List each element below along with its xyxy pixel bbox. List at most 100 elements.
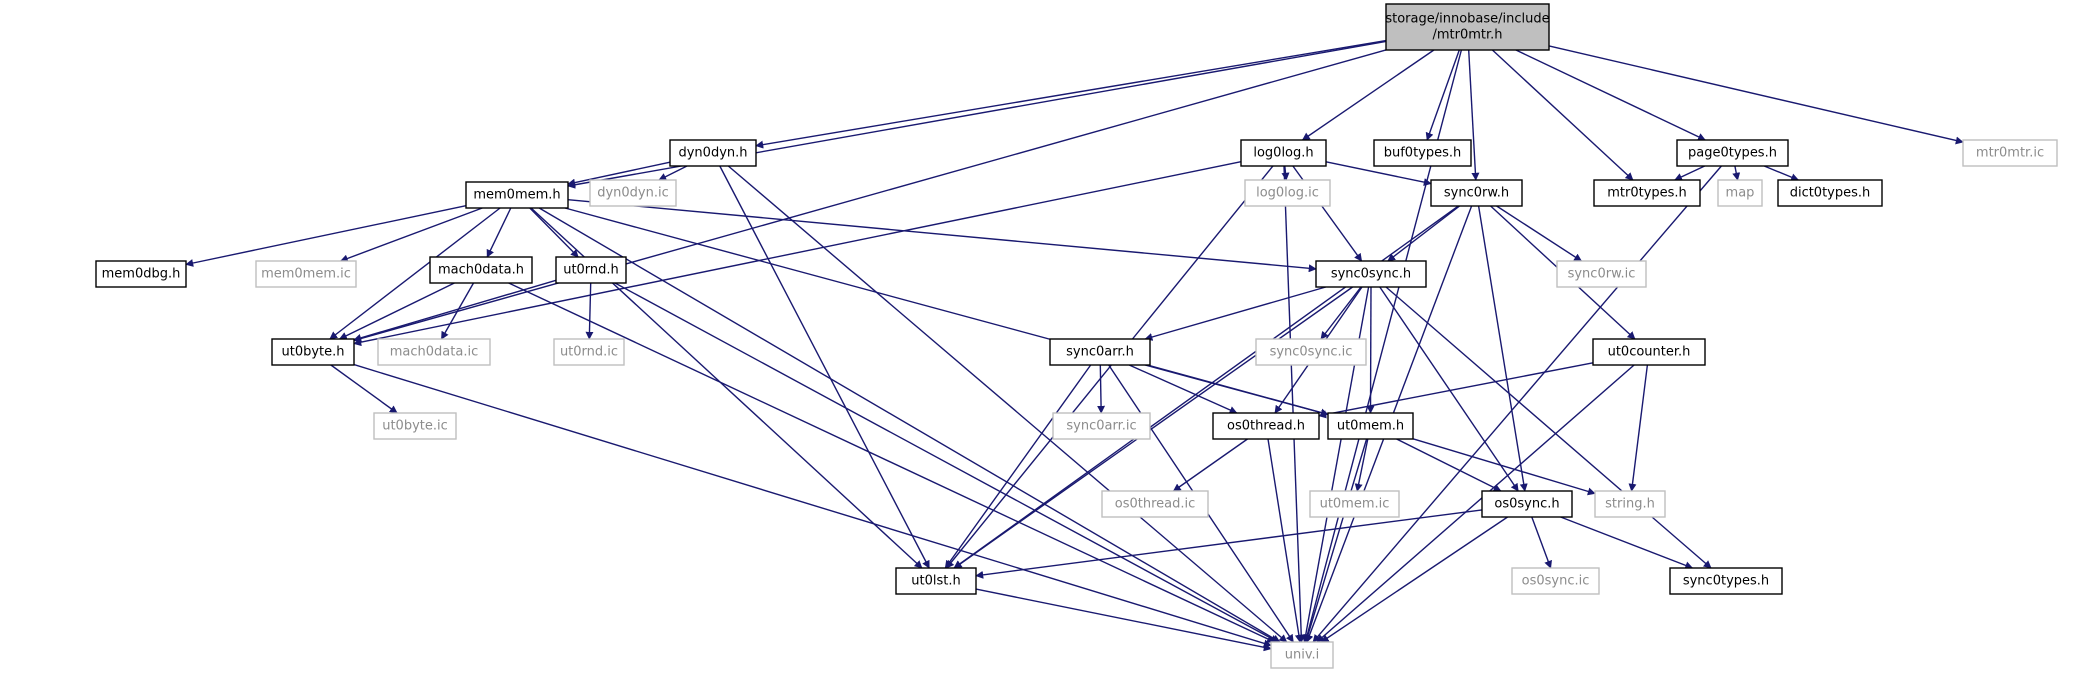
node-sync0rw-h[interactable]: sync0rw.h	[1430, 179, 1523, 207]
node-label: os0thread.ic	[1115, 497, 1196, 512]
node-box	[1315, 260, 1427, 288]
edge-sync0arr-h-to-os0thread-h	[1128, 364, 1238, 414]
node-box	[589, 179, 677, 207]
node-sync0sync-ic: sync0sync.ic	[1255, 338, 1367, 366]
node-mtr0mtr-ic: mtr0mtr.ic	[1962, 139, 2058, 167]
edge-mem0mem-h-to-mach0data-h	[486, 207, 512, 258]
edge-os0sync-h-to-univ-i	[1320, 516, 1508, 643]
edge-ut0counter-h-to-string-h	[1628, 364, 1649, 492]
node-box	[1049, 338, 1151, 366]
edge-ut0mem-h-to-univ-i	[1304, 438, 1368, 643]
node-mem0dbg-h[interactable]: mem0dbg.h	[95, 260, 187, 288]
node-box	[1327, 412, 1414, 440]
node-label: sync0sync.ic	[1270, 345, 1353, 360]
node-dyn0dyn-h[interactable]: dyn0dyn.h	[669, 139, 757, 167]
node-univ-i: univ.i	[1270, 641, 1334, 669]
node-box	[1594, 490, 1666, 518]
node-label: sync0arr.ic	[1066, 419, 1136, 434]
node-label: string.h	[1605, 497, 1655, 512]
edge-sync0sync-h-to-os0sync-h	[1379, 286, 1519, 492]
node-buf0types-h[interactable]: buf0types.h	[1373, 139, 1472, 167]
edge-layer	[185, 39, 1964, 652]
node-label: mtr0mtr.ic	[1976, 146, 2044, 161]
node-sync0arr-h[interactable]: sync0arr.h	[1049, 338, 1151, 366]
node-label: mach0data.ic	[390, 345, 478, 360]
node-label: univ.i	[1285, 648, 1320, 663]
node-sync0sync-h[interactable]: sync0sync.h	[1315, 260, 1427, 288]
node-label: sync0sync.h	[1331, 267, 1411, 282]
node-box	[377, 338, 491, 366]
node-label: ut0counter.h	[1608, 345, 1691, 360]
node-mtr0types-h[interactable]: mtr0types.h	[1593, 179, 1701, 207]
node-os0sync-h[interactable]: os0sync.h	[1481, 490, 1573, 518]
node-box	[1676, 139, 1789, 167]
node-box	[553, 338, 625, 366]
edge-dyn0dyn-h-to-mem0mem-h	[567, 161, 671, 187]
edge-os0sync-h-to-os0sync-ic	[1531, 516, 1552, 569]
node-ut0lst-h[interactable]: ut0lst.h	[895, 567, 977, 595]
edge-mach0data-h-to-ut0byte-h	[338, 282, 455, 340]
edge-ut0rnd-h-to-univ-i	[614, 282, 1279, 643]
node-dict0types-h[interactable]: dict0types.h	[1777, 179, 1883, 207]
edge-sync0arr-h-to-sync0arr-ic	[1097, 364, 1106, 414]
node-box	[1556, 260, 1647, 288]
node-mach0data-h[interactable]: mach0data.h	[429, 256, 533, 284]
edge-mtr0mtr-h-to-log0log-h	[1301, 49, 1435, 141]
edge-sync0sync-h-to-sync0arr-h	[1144, 286, 1326, 341]
node-mem0mem-h[interactable]: mem0mem.h	[465, 181, 569, 209]
edge-os0sync-h-to-sync0types-h	[1560, 516, 1694, 570]
edge-os0sync-h-to-ut0lst-h	[975, 509, 1483, 579]
edge-sync0sync-h-to-ut0lst-h	[953, 286, 1354, 569]
node-label: /mtr0mtr.h	[1432, 28, 1502, 43]
node-box	[895, 567, 977, 595]
node-label: dyn0dyn.h	[678, 146, 747, 161]
edge-ut0byte-h-to-ut0byte-ic	[330, 364, 398, 414]
node-box	[255, 260, 357, 288]
node-label: dyn0dyn.ic	[597, 186, 669, 201]
node-label: dict0types.h	[1790, 186, 1871, 201]
node-ut0rnd-h[interactable]: ut0rnd.h	[555, 256, 627, 284]
node-label: sync0rw.h	[1444, 186, 1509, 201]
node-box	[373, 412, 457, 440]
edge-sync0rw-h-to-os0sync-h	[1477, 205, 1528, 492]
node-label: mach0data.h	[438, 263, 524, 278]
edge-ut0counter-h-to-univ-i	[1316, 364, 1635, 643]
node-sync0types-h[interactable]: sync0types.h	[1669, 567, 1783, 595]
edge-mem0mem-h-to-mem0dbg-h	[185, 205, 467, 267]
node-mem0mem-ic: mem0mem.ic	[255, 260, 357, 288]
node-box	[1669, 567, 1783, 595]
node-log0log-h[interactable]: log0log.h	[1240, 139, 1327, 167]
edge-sync0sync-h-to-sync0types-h	[1385, 286, 1712, 569]
edge-sync0sync-h-to-ut0mem-h	[1366, 286, 1375, 414]
node-box	[1373, 139, 1472, 167]
node-label: mtr0types.h	[1607, 186, 1687, 201]
node-label: mem0mem.ic	[261, 267, 351, 282]
node-label: os0thread.h	[1227, 419, 1305, 434]
edge-ut0mem-h-to-os0sync-h	[1396, 438, 1502, 492]
node-os0thread-h[interactable]: os0thread.h	[1212, 412, 1320, 440]
edge-ut0byte-h-to-univ-i	[353, 363, 1272, 648]
edge-mtr0mtr-h-to-sync0rw-h	[1468, 49, 1480, 181]
edge-mem0mem-h-to-ut0byte-h	[329, 207, 501, 340]
node-label: ut0mem.h	[1337, 419, 1404, 434]
node-ut0mem-h[interactable]: ut0mem.h	[1327, 412, 1414, 440]
edge-os0thread-h-to-os0thread-ic	[1172, 438, 1248, 492]
edge-sync0arr-h-to-ut0mem-h	[1147, 364, 1329, 417]
edge-dyn0dyn-h-to-dyn0dyn-ic	[658, 165, 688, 181]
node-box	[1481, 490, 1573, 518]
node-box	[95, 260, 187, 288]
node-mach0data-ic: mach0data.ic	[377, 338, 491, 366]
edge-ut0counter-h-to-os0thread-h	[1318, 362, 1594, 419]
node-sync0rw-ic: sync0rw.ic	[1556, 260, 1647, 288]
edge-mtr0mtr-h-to-ut0byte-h	[353, 49, 1387, 343]
node-sync0arr-ic: sync0arr.ic	[1052, 412, 1151, 440]
node-ut0mem-ic: ut0mem.ic	[1309, 490, 1400, 518]
node-box	[1309, 490, 1400, 518]
edge-mtr0mtr-h-to-dyn0dyn-h	[755, 39, 1387, 149]
node-ut0counter-h[interactable]: ut0counter.h	[1592, 338, 1706, 366]
node-mtr0mtr-h[interactable]: storage/innobase/include/mtr0mtr.h	[1385, 3, 1550, 51]
node-ut0byte-h[interactable]: ut0byte.h	[271, 338, 355, 366]
node-label: sync0types.h	[1683, 574, 1769, 589]
edge-mem0mem-h-to-mem0mem-ic	[339, 207, 483, 263]
node-page0types-h[interactable]: page0types.h	[1676, 139, 1789, 167]
